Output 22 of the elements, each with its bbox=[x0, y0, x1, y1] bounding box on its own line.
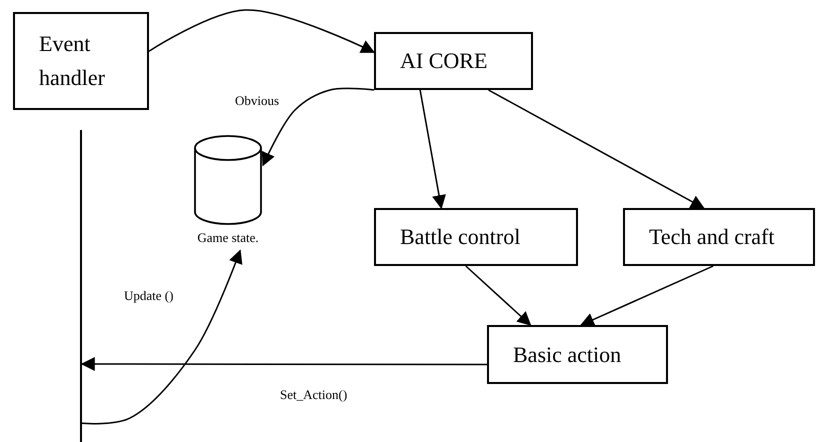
arrow bbox=[488, 89, 705, 209]
arrow bbox=[148, 9, 376, 53]
arrow bbox=[580, 265, 714, 326]
arrow bbox=[465, 265, 532, 326]
node-label: AI CORE bbox=[400, 47, 488, 75]
process-box bbox=[374, 208, 578, 266]
edge-label: Set_Action() bbox=[278, 387, 350, 403]
caption-text: Game state. bbox=[196, 230, 260, 246]
lifeline-bar bbox=[80, 130, 82, 442]
node-label: Battle control bbox=[400, 223, 522, 251]
node-label: Tech and craft bbox=[649, 223, 776, 251]
process-box bbox=[623, 208, 815, 266]
arrow bbox=[419, 90, 446, 210]
arrow bbox=[80, 357, 487, 372]
process-box bbox=[13, 12, 149, 110]
arrow bbox=[262, 88, 374, 166]
arrow bbox=[82, 249, 242, 424]
process-box bbox=[374, 32, 533, 90]
node-label: Basic action bbox=[513, 340, 622, 368]
node-label: Event handler bbox=[39, 30, 106, 92]
edge-label: Update () bbox=[122, 288, 176, 304]
process-box bbox=[487, 325, 668, 384]
